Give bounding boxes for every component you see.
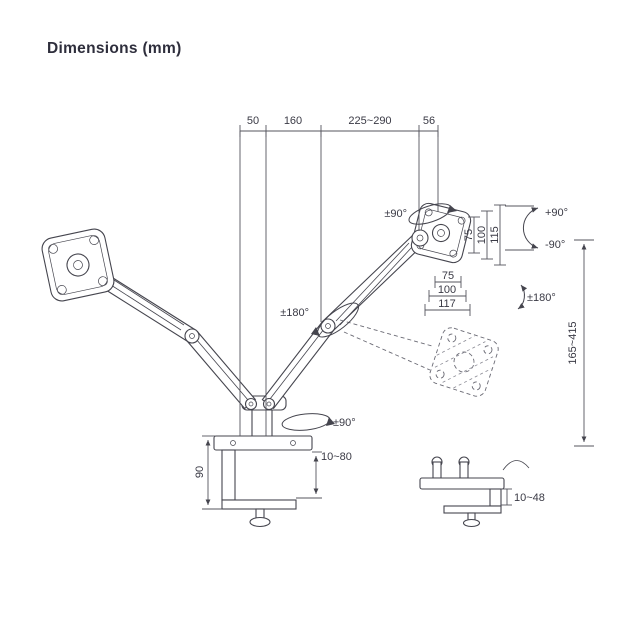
dim-clamp-thickness: 10~80: [321, 451, 352, 463]
dim-vesa-v-115: 115: [489, 226, 501, 244]
dim-vesa-h-100: 100: [438, 284, 456, 296]
right-arm-base-joint: [262, 397, 276, 411]
vesa-hole: [98, 276, 108, 287]
grommet-knob: [462, 518, 481, 528]
left-vesa-plate: [41, 228, 115, 302]
dim-vesa-v-75: 75: [463, 229, 475, 241]
clamp-screw-hole: [230, 440, 236, 446]
arrowhead: [326, 417, 335, 426]
dimension-labels: 50 160 225~290 56 ±90° +90° -90° 75 100 …: [194, 115, 579, 504]
rotation-arrows: [281, 203, 539, 431]
tilt-arrow: [522, 207, 539, 249]
right-vesa-plate: [410, 202, 472, 264]
clamp-screw-hole: [290, 440, 296, 446]
label-top-swivel: ±90°: [384, 208, 407, 220]
dim-pole-offset: 50: [247, 115, 259, 127]
vesa-hole: [89, 235, 100, 245]
dim-grommet-thickness: 10~48: [514, 492, 545, 504]
dim-height-range: 165~415: [567, 321, 579, 364]
swivel-arrow-base: [281, 413, 331, 431]
right-elbow-joint: [320, 318, 336, 334]
dim-elbow-offset: 160: [284, 115, 302, 127]
label-arm-rotation: ±180°: [280, 307, 309, 319]
dim-arm-reach: 225~290: [348, 115, 391, 127]
vesa-hole: [449, 249, 458, 258]
label-plate-rotation: ±180°: [527, 292, 556, 304]
dim-vesa-v-100: 100: [476, 226, 488, 244]
vesa-hole: [424, 208, 433, 217]
right-vesa-joint: [411, 229, 429, 247]
page-title: Dimensions (mm): [47, 40, 182, 57]
vesa-hole: [457, 216, 466, 225]
vesa-hole: [48, 243, 58, 254]
dim-clamp-depth: 90: [194, 466, 206, 478]
grommet-mount: [419, 456, 530, 528]
clamp-knob: [249, 516, 271, 528]
dim-vesa-h-75: 75: [442, 270, 454, 282]
rotate-arrow-plate: [517, 284, 528, 310]
label-tilt-up: +90°: [545, 207, 568, 219]
left-arm-base-joint: [244, 397, 258, 411]
vesa-hole: [56, 285, 67, 295]
left-elbow-joint: [184, 328, 200, 344]
dimension-lines: [202, 125, 594, 510]
label-base-swivel: ±90°: [333, 417, 356, 429]
rotated-vesa-ghost: [339, 319, 499, 397]
arrowhead: [447, 205, 457, 213]
label-tilt-down: -90°: [545, 239, 565, 251]
dim-plate-depth: 56: [423, 115, 435, 127]
dim-vesa-h-117: 117: [438, 298, 456, 310]
left-arm: [95, 271, 257, 410]
arrowhead: [311, 327, 320, 336]
